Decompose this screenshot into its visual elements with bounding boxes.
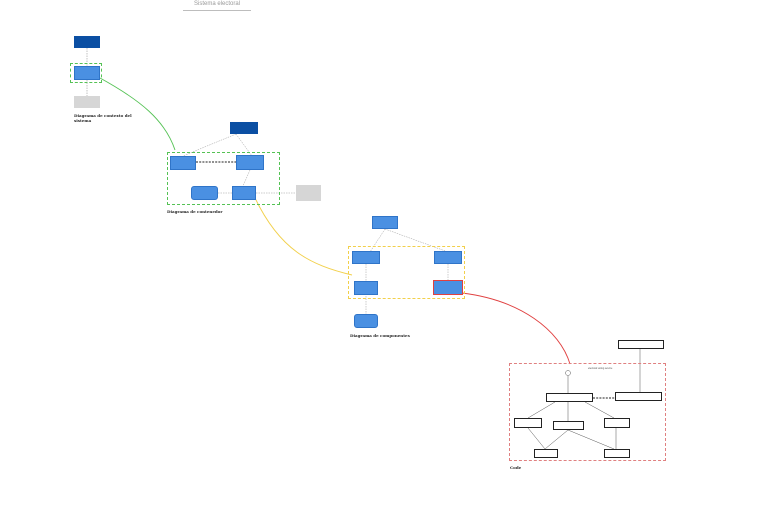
edge-a-d [527, 427, 546, 450]
code-class-a[interactable] [514, 418, 542, 428]
code-diagram-label: Code [510, 465, 522, 470]
component-diagram-label: Diagrama de componentes [350, 333, 410, 338]
edge-spa-controller1 [369, 228, 386, 253]
zoom-component-to-code [461, 292, 571, 365]
code-class-b[interactable] [553, 421, 584, 430]
code-class-c[interactable] [604, 418, 630, 428]
container-diagram-label: Diagrama de contenedor [167, 209, 223, 214]
container-user-node[interactable] [230, 122, 258, 134]
context-diagram-label: Diagrama de contexto del sistema [74, 113, 132, 123]
container-webapp-node[interactable] [170, 156, 196, 170]
component-database-node[interactable] [354, 314, 378, 328]
edge-impl-c [584, 401, 615, 419]
context-external-system-node[interactable] [74, 96, 100, 108]
context-zoom-frame [70, 63, 102, 83]
edge-impl-a [527, 401, 556, 419]
component-service-2-selected[interactable] [433, 280, 463, 295]
zoom-context-to-container [99, 77, 176, 151]
container-database-node[interactable] [191, 186, 218, 200]
component-service-1[interactable] [354, 281, 378, 295]
component-controller-2[interactable] [434, 251, 462, 264]
context-person-node[interactable] [74, 36, 100, 48]
context-system-node[interactable] [74, 66, 100, 80]
edge-spa-controller2 [384, 228, 449, 253]
container-system-boundary [167, 152, 280, 205]
code-repository-class[interactable] [615, 392, 662, 401]
interface-lollipop [565, 370, 571, 376]
code-entity-class[interactable] [618, 340, 664, 349]
component-spa-node[interactable] [372, 216, 398, 229]
component-boundary [348, 246, 465, 299]
code-class-d[interactable] [534, 449, 558, 458]
zoom-container-to-component [254, 197, 353, 276]
edge-spa-api [242, 169, 251, 187]
code-service-impl-class[interactable] [546, 393, 593, 402]
page-title: Sistema electoral [183, 1, 251, 11]
edge-b-e [567, 429, 615, 450]
code-package-label: electoral.voting.service [588, 367, 613, 370]
code-class-e[interactable] [604, 449, 630, 458]
component-controller-1[interactable] [352, 251, 380, 264]
edge-b-d [544, 429, 569, 450]
container-external-node[interactable] [296, 185, 321, 201]
container-spa-node[interactable] [236, 155, 264, 170]
container-api-node[interactable] [232, 186, 256, 200]
code-package-frame [509, 363, 666, 461]
